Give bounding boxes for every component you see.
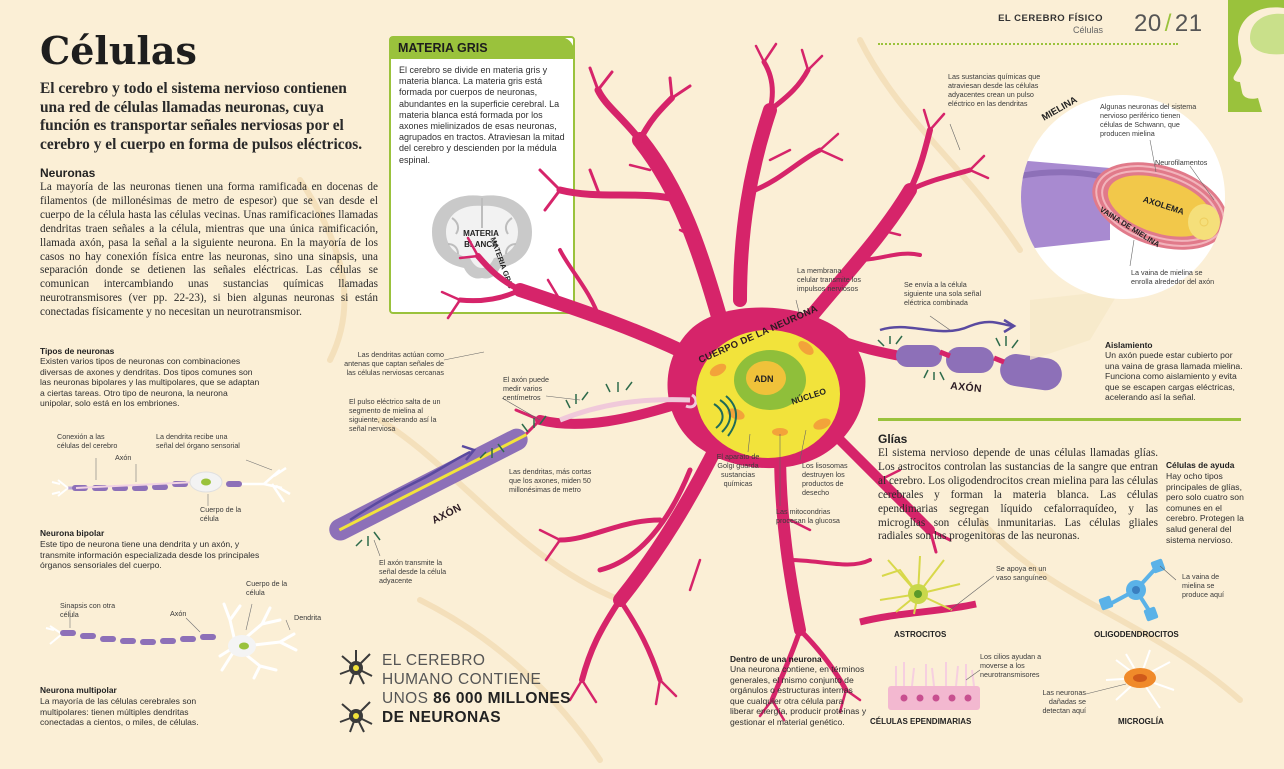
annotation-quimicas: Las sustancias químicas que atraviesan d… xyxy=(948,72,1041,108)
multipolar-label-synapse: Sinapsis con otra célula xyxy=(60,601,116,619)
annotation-vaina-oligo: La vaina de mielina se produce aquí xyxy=(1182,572,1224,599)
annotation-membrana: La membrana celular transmite los impuls… xyxy=(797,266,861,293)
aislamiento-text: Un axón puede estar cubierto por una vai… xyxy=(1105,350,1243,403)
materia-gris-title: MATERIA GRIS xyxy=(390,37,574,59)
fact-line-2: HUMANO CONTIENE xyxy=(382,671,542,688)
annotation-schwann: Algunas neuronas del sistema nervioso pe… xyxy=(1100,102,1197,138)
annotation-axon-transmite: El axón transmite la señal desde la célu… xyxy=(379,558,447,585)
annotation-golgi: El aparato de Golgi guarda sustancias qu… xyxy=(716,452,760,488)
multipolar-text: La mayoría de las células cerebrales son… xyxy=(40,696,199,728)
bipolar-heading: Neurona bipolar xyxy=(40,528,105,538)
bipolar-label-axon: Axón xyxy=(115,453,132,462)
annotation-senal: Se envía a la célula siguiente una sola … xyxy=(904,280,982,307)
annotation-dendritas-antenas: Las dendritas actúan como antenas que ca… xyxy=(344,350,444,377)
tipos-text: Existen varios tipos de neuronas con com… xyxy=(40,356,260,409)
glias-heading: Glías xyxy=(878,432,908,446)
multipolar-label-body: Cuerpo de la célula xyxy=(246,579,288,597)
oligodendrocitos-label: OLIGODENDROCITOS xyxy=(1094,630,1179,639)
annotation-lisosomas: Los lisosomas destruyen los productos de… xyxy=(802,461,848,497)
glias-text: El sistema nervioso depende de unas célu… xyxy=(878,447,1158,543)
glias-rule xyxy=(878,418,1241,421)
neuron-icon-2 xyxy=(339,701,373,733)
dentro-heading: Dentro de una neurona xyxy=(730,654,822,664)
fact-line-4: DE NEURONAS xyxy=(382,709,501,726)
bipolar-neuron-diagram xyxy=(51,458,291,506)
annotation-danadas: Las neuronas dañadas se detectan aquí xyxy=(1042,688,1086,715)
multipolar-label-dendrite: Dendrita xyxy=(294,613,322,622)
fact-line-1: EL CEREBRO xyxy=(382,652,486,669)
ependimarias-label: CÉLULAS EPENDIMARIAS xyxy=(870,717,972,726)
brain-cross-section xyxy=(432,195,532,279)
astrocitos-label: ASTROCITOS xyxy=(894,630,947,639)
adn-label: ADN xyxy=(754,374,774,384)
fact-block: EL CEREBRO HUMANO CONTIENE UNOS 86 000 M… xyxy=(382,651,571,727)
page-title: Células xyxy=(40,28,197,73)
lead-paragraph: El cerebro y todo el sistema nervioso co… xyxy=(40,80,363,153)
header-rule xyxy=(878,43,1178,45)
annotation-cilios: Los cilios ayudan a moverse a los neurot… xyxy=(980,652,1042,679)
fact-number: 86 000 MILLONES xyxy=(433,690,571,707)
annotation-axon-medir: El axón puede medir varios centímetros xyxy=(503,375,549,402)
section-title: EL CEREBRO FÍSICO xyxy=(998,13,1103,24)
ayuda-text: Hay ocho tipos principales de glías, per… xyxy=(1166,471,1244,545)
annotation-pulso: El pulso eléctrico salta de un segmento … xyxy=(349,397,441,433)
ayuda-heading: Células de ayuda xyxy=(1166,460,1235,470)
bipolar-label-body: Cuerpo de la célula xyxy=(200,505,242,523)
annotation-mitocondrias: Las mitocondrias procesan la glucosa xyxy=(776,507,840,525)
annotation-neurofilamentos: Neurofilamentos xyxy=(1155,158,1208,167)
multipolar-neuron-diagram xyxy=(45,602,298,680)
neuronas-heading: Neuronas xyxy=(40,166,96,180)
tipos-heading: Tipos de neuronas xyxy=(40,346,115,356)
materia-blanca-label-1: MATERIA xyxy=(463,229,499,238)
multipolar-label-axon: Axón xyxy=(170,609,187,618)
microglia-label: MICROGLÍA xyxy=(1118,717,1164,726)
aislamiento-heading: Aislamiento xyxy=(1105,340,1153,350)
annotation-dendritas-cortas: Las dendritas, más cortas que los axones… xyxy=(509,467,592,494)
page-slash: / xyxy=(1164,10,1172,37)
neuronas-text: La mayoría de las neuronas tienen una fo… xyxy=(40,181,378,319)
bipolar-text: Este tipo de neurona tiene una dendrita … xyxy=(40,539,260,571)
neuron-icon-1 xyxy=(339,650,373,685)
materia-blanca-label-2: BLANCA xyxy=(464,240,498,249)
dentro-text: Una neurona contiene, en términos genera… xyxy=(730,664,867,727)
bipolar-label-connection: Conexión a las células del cerebro xyxy=(57,432,118,450)
neuron-icons xyxy=(339,650,373,733)
annotation-vaina: La vaina de mielina se enrolla alrededor… xyxy=(1131,268,1215,286)
materia-gris-text: El cerebro se divide en materia gris y m… xyxy=(399,65,565,165)
fact-line-3-pre: UNOS xyxy=(382,690,429,707)
materia-blanca-label: MATERIA BLANCA xyxy=(458,228,504,250)
annotation-vaso: Se apoya en un vaso sanguíneo xyxy=(996,564,1047,582)
section-subtitle: Células xyxy=(1072,25,1103,35)
head-profile-icon xyxy=(1228,0,1284,112)
multipolar-heading: Neurona multipolar xyxy=(40,685,117,695)
page-number-left: 20 xyxy=(1134,10,1162,37)
page-number-right: 21 xyxy=(1174,10,1203,37)
bipolar-label-dendrite: La dendrita recibe una señal del órgano … xyxy=(156,432,240,450)
page-numbers: 20/21 xyxy=(1134,10,1203,38)
